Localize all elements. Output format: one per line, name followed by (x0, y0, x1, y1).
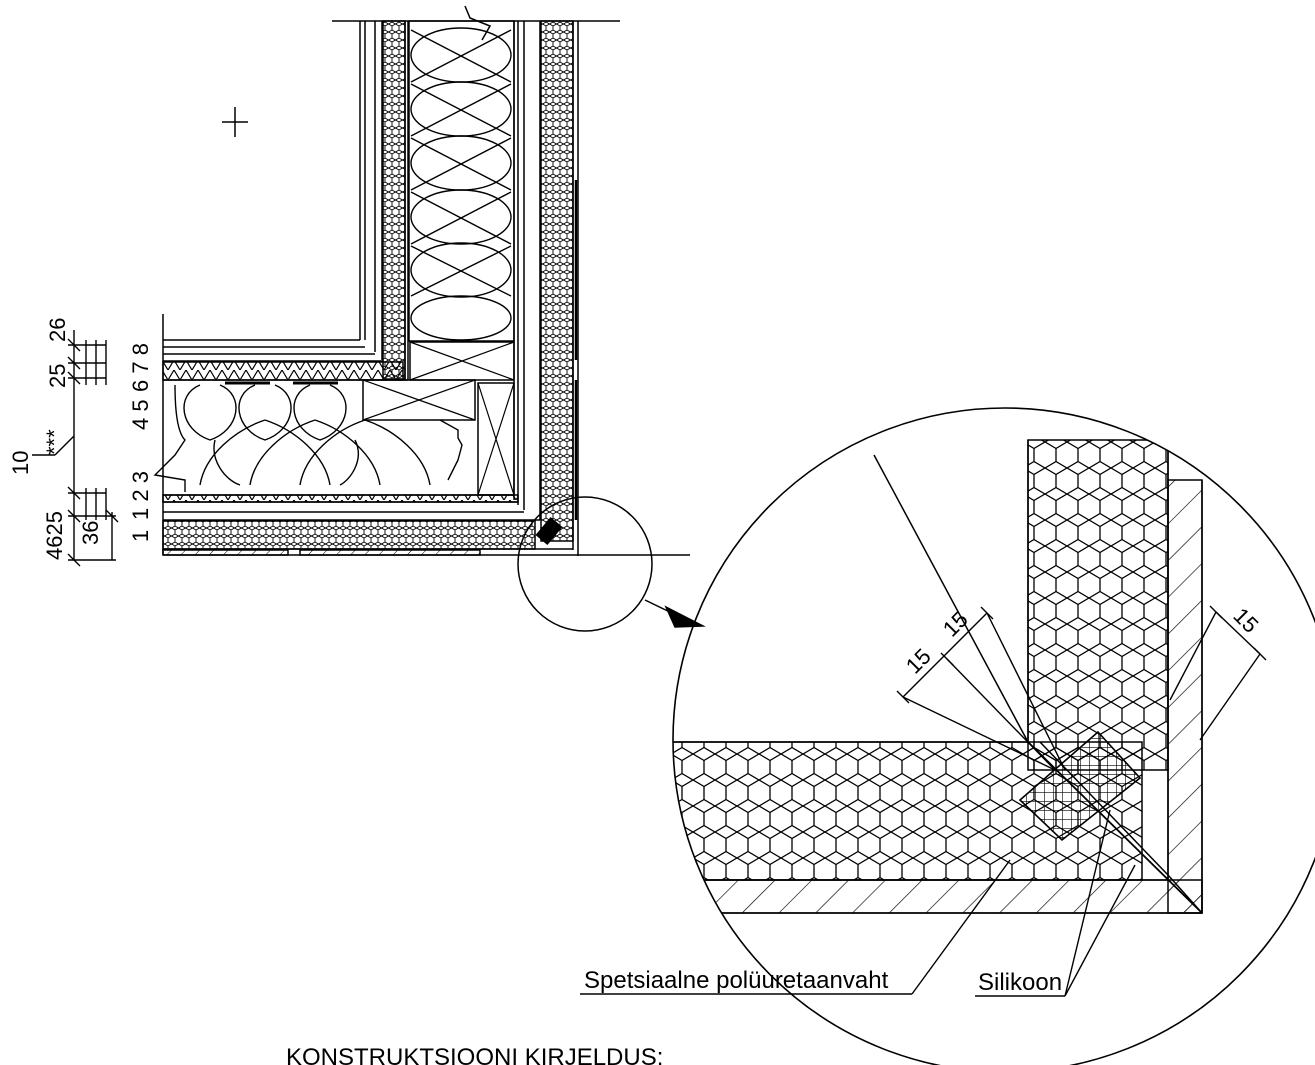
dim-123: 1 2 3 (128, 471, 153, 520)
detail-magnification: 15 15 15 Spetsiaalne polüuretaanvaht Sil… (580, 407, 1315, 1065)
detail-dim-b: 15 (938, 607, 973, 642)
wall-section (153, 5, 690, 556)
silicone-label: Silikoon (978, 969, 1062, 996)
dim-678: 6 7 8 (128, 343, 153, 392)
dim-45: 4 5 (128, 399, 153, 430)
detail-dim-a: 15 (901, 644, 936, 679)
dim-36: 36 (78, 521, 103, 545)
dimension-labels: 26 25 6 7 8 4 5 *** 10 4625 1 2 3 36 1 (8, 318, 153, 560)
dim-26: 26 (45, 318, 70, 342)
dim-4625: 4625 (42, 511, 67, 560)
foam-label: Spetsiaalne polüuretaanvaht (584, 967, 889, 994)
wall-insulation (408, 20, 515, 342)
left-dimension-chain (32, 330, 119, 567)
sealant-block (1018, 730, 1142, 842)
construction-description-title: KONSTRUKTSIOONI KIRJELDUS: (286, 1044, 663, 1065)
detail-callout (517, 496, 706, 632)
dim-stars: *** (42, 429, 67, 455)
detail-dim-c: 15 (1228, 603, 1263, 638)
dim-1: 1 (128, 530, 153, 542)
dim-10: 10 (8, 451, 33, 475)
floor-insulation (153, 384, 463, 492)
dim-25: 25 (45, 364, 70, 388)
